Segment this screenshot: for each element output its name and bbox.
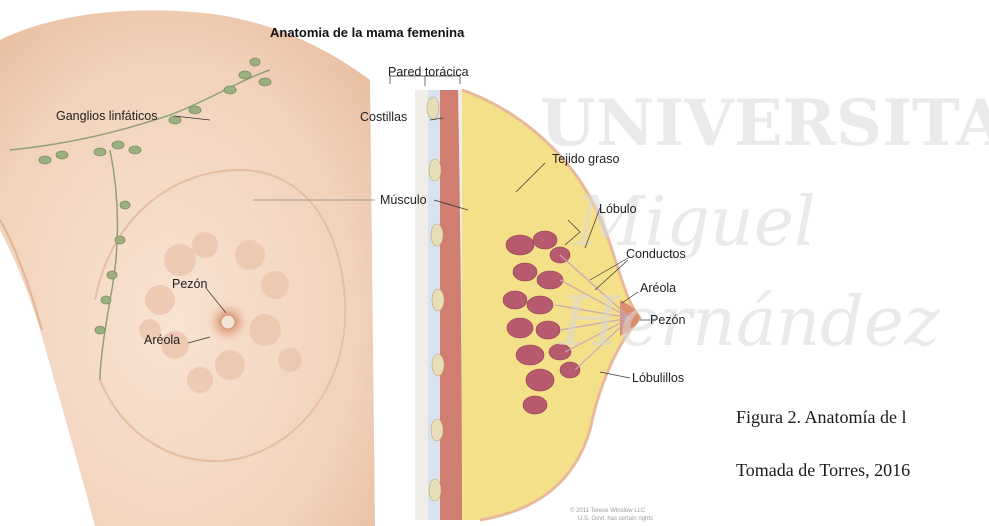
nipple-left — [221, 315, 235, 329]
caption-line2: Tomada de Torres, 2016 — [736, 460, 989, 481]
caption-line1: Figura 2. Anatomía de l — [736, 407, 989, 428]
label-conductos: Conductos — [626, 247, 686, 261]
label-tejido-graso: Tejido graso — [552, 152, 619, 166]
frontal-breast-view — [0, 10, 375, 526]
watermark-line1: UNIVERSITAS — [540, 86, 989, 161]
figure-title: Anatomia de la mama femenina — [270, 25, 465, 40]
label-ganglios: Ganglios linfáticos — [56, 109, 157, 123]
copyright-line2: U.S. Govt. has certain rights — [578, 516, 653, 522]
label-pared-toracica: Pared torácica — [388, 65, 469, 79]
watermark-line2: Miguel — [573, 183, 816, 262]
label-areola-left: Aréola — [144, 333, 180, 347]
label-costillas: Costillas — [360, 110, 407, 124]
label-areola-right: Aréola — [640, 281, 676, 295]
label-pezon-right: Pezón — [650, 313, 685, 327]
copyright-line1: © 2011 Terese Winslow LLC — [570, 507, 646, 514]
watermark-line3: Hernández — [558, 283, 941, 362]
label-lobulillos: Lóbulillos — [632, 371, 684, 385]
label-lobulo: Lóbulo — [599, 202, 637, 216]
label-pezon-left: Pezón — [172, 277, 207, 291]
watermark: UNIVERSITAS Miguel Hernández — [540, 86, 989, 362]
label-musculo: Músculo — [380, 193, 427, 207]
